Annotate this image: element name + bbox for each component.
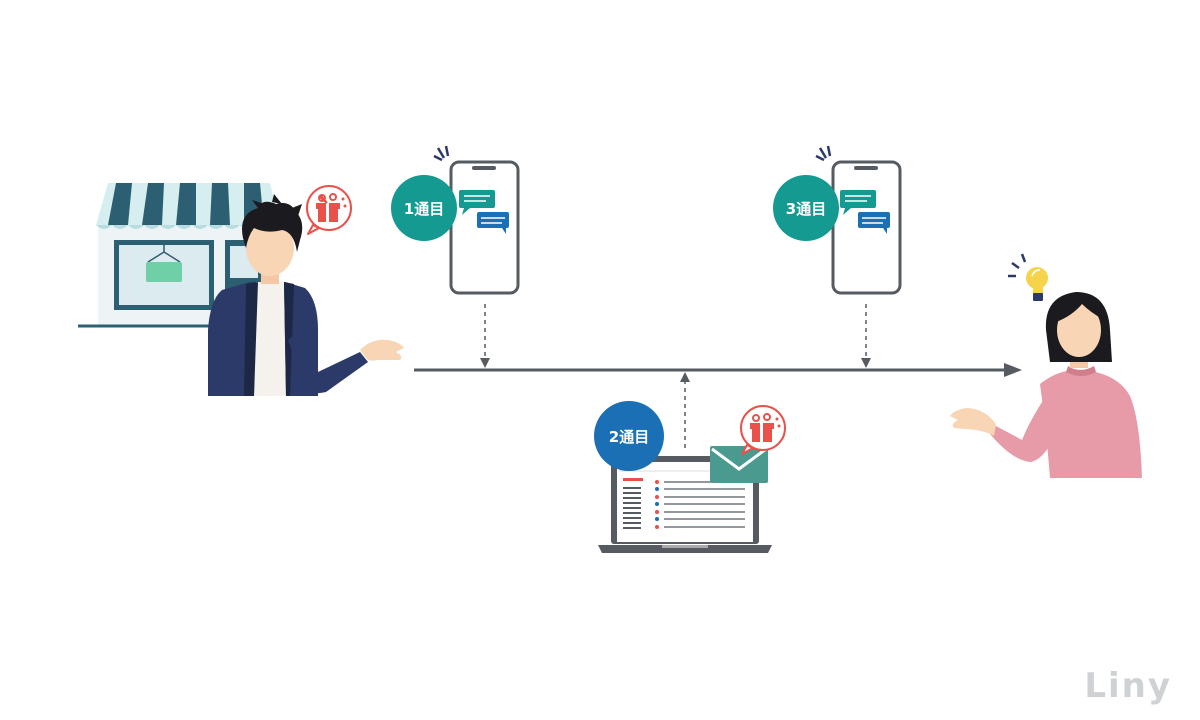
chat-bubble-icon (459, 190, 509, 234)
customer-icon (950, 292, 1142, 478)
gift-icon (740, 405, 786, 455)
badge-second-label: 2通目 (609, 428, 649, 446)
gift-icon (306, 185, 352, 235)
connector-first (480, 304, 490, 368)
connector-second (680, 372, 690, 448)
lightbulb-icon (1008, 253, 1048, 301)
badge-third-label: 3通目 (786, 200, 826, 218)
timeline-arrow (414, 363, 1022, 377)
badge-second: 2通目 (594, 401, 664, 471)
badge-third: 3通目 (773, 175, 839, 241)
brand-logo: Liny (1084, 666, 1172, 706)
connector-third (861, 304, 871, 368)
envelope-icon (710, 446, 768, 483)
chat-bubble-icon (840, 190, 890, 234)
badge-first: 1通目 (391, 175, 457, 241)
badge-first-label: 1通目 (404, 200, 444, 218)
shopkeeper-icon (208, 194, 404, 396)
